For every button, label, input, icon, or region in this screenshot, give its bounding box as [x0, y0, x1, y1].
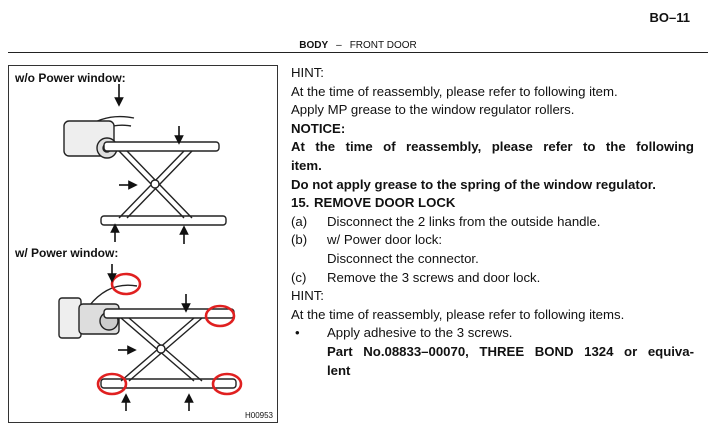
header-subsection: FRONT DOOR — [349, 40, 417, 51]
part-number-line: lent — [327, 362, 351, 378]
running-header: BODY–FRONT DOOR — [0, 40, 716, 51]
substep-a: (a) Disconnect the 2 links from the outs… — [291, 213, 694, 232]
manual-regulator-drawing — [63, 115, 227, 226]
hint-line: At the time of reassembly, please refer … — [291, 306, 625, 322]
notice-line: Do not apply grease to the spring of the… — [291, 176, 656, 192]
manual-arrows — [110, 84, 189, 244]
bullet-item: • Apply adhesive to the 3 screws. — [291, 324, 694, 343]
hint-heading: HINT: — [291, 288, 324, 304]
substep-text: w/ Power door lock: — [327, 232, 443, 248]
page-number: BO–11 — [649, 10, 690, 25]
substep-text: Disconnect the 2 links from the outside … — [327, 213, 601, 229]
substep-text: Disconnect the connector. — [327, 250, 479, 266]
substep-b: (b) w/ Power door lock: — [291, 231, 694, 250]
power-highlight-circles — [96, 272, 243, 396]
hint-line: At the time of reassembly, please refer … — [291, 83, 618, 99]
substep-label: (a) — [291, 213, 308, 229]
notice-line: item. — [291, 157, 322, 173]
substep-label: (b) — [291, 232, 308, 248]
header-rule — [8, 52, 708, 53]
part-number-line: Part No.08833–00070, THREE BOND 1324 or … — [327, 343, 694, 359]
header-separator: – — [336, 40, 342, 51]
notice-line: At the time of reassembly, please refer … — [291, 139, 694, 155]
power-arrows — [107, 264, 194, 411]
step-title: REMOVE DOOR LOCK — [314, 195, 456, 211]
hint-line: Apply MP grease to the window regulator … — [291, 102, 575, 118]
substep-text: Remove the 3 screws and door lock. — [327, 269, 541, 285]
label-with-power-window: w/ Power window: — [15, 246, 119, 260]
power-regulator-drawing — [58, 284, 237, 389]
step-heading: 15. REMOVE DOOR LOCK — [291, 194, 694, 213]
regulator-drawing — [58, 84, 243, 411]
bullet-glyph: • — [295, 325, 300, 341]
label-without-power-window: w/o Power window: — [15, 71, 126, 85]
notice-heading: NOTICE: — [291, 120, 346, 136]
step-number: 15. — [291, 195, 310, 211]
header-section: BODY — [299, 40, 329, 51]
figure-code: H00953 — [244, 411, 273, 420]
bullet-text: Apply adhesive to the 3 screws. — [327, 325, 513, 341]
substep-label: (c) — [291, 269, 307, 285]
procedure-text: HINT: At the time of reassembly, please … — [291, 64, 694, 380]
regulator-illustration: w/o Power window: w/ Power window: H0095… — [8, 65, 278, 423]
substep-c: (c) Remove the 3 screws and door lock. — [291, 269, 694, 288]
hint-heading: HINT: — [291, 65, 324, 80]
